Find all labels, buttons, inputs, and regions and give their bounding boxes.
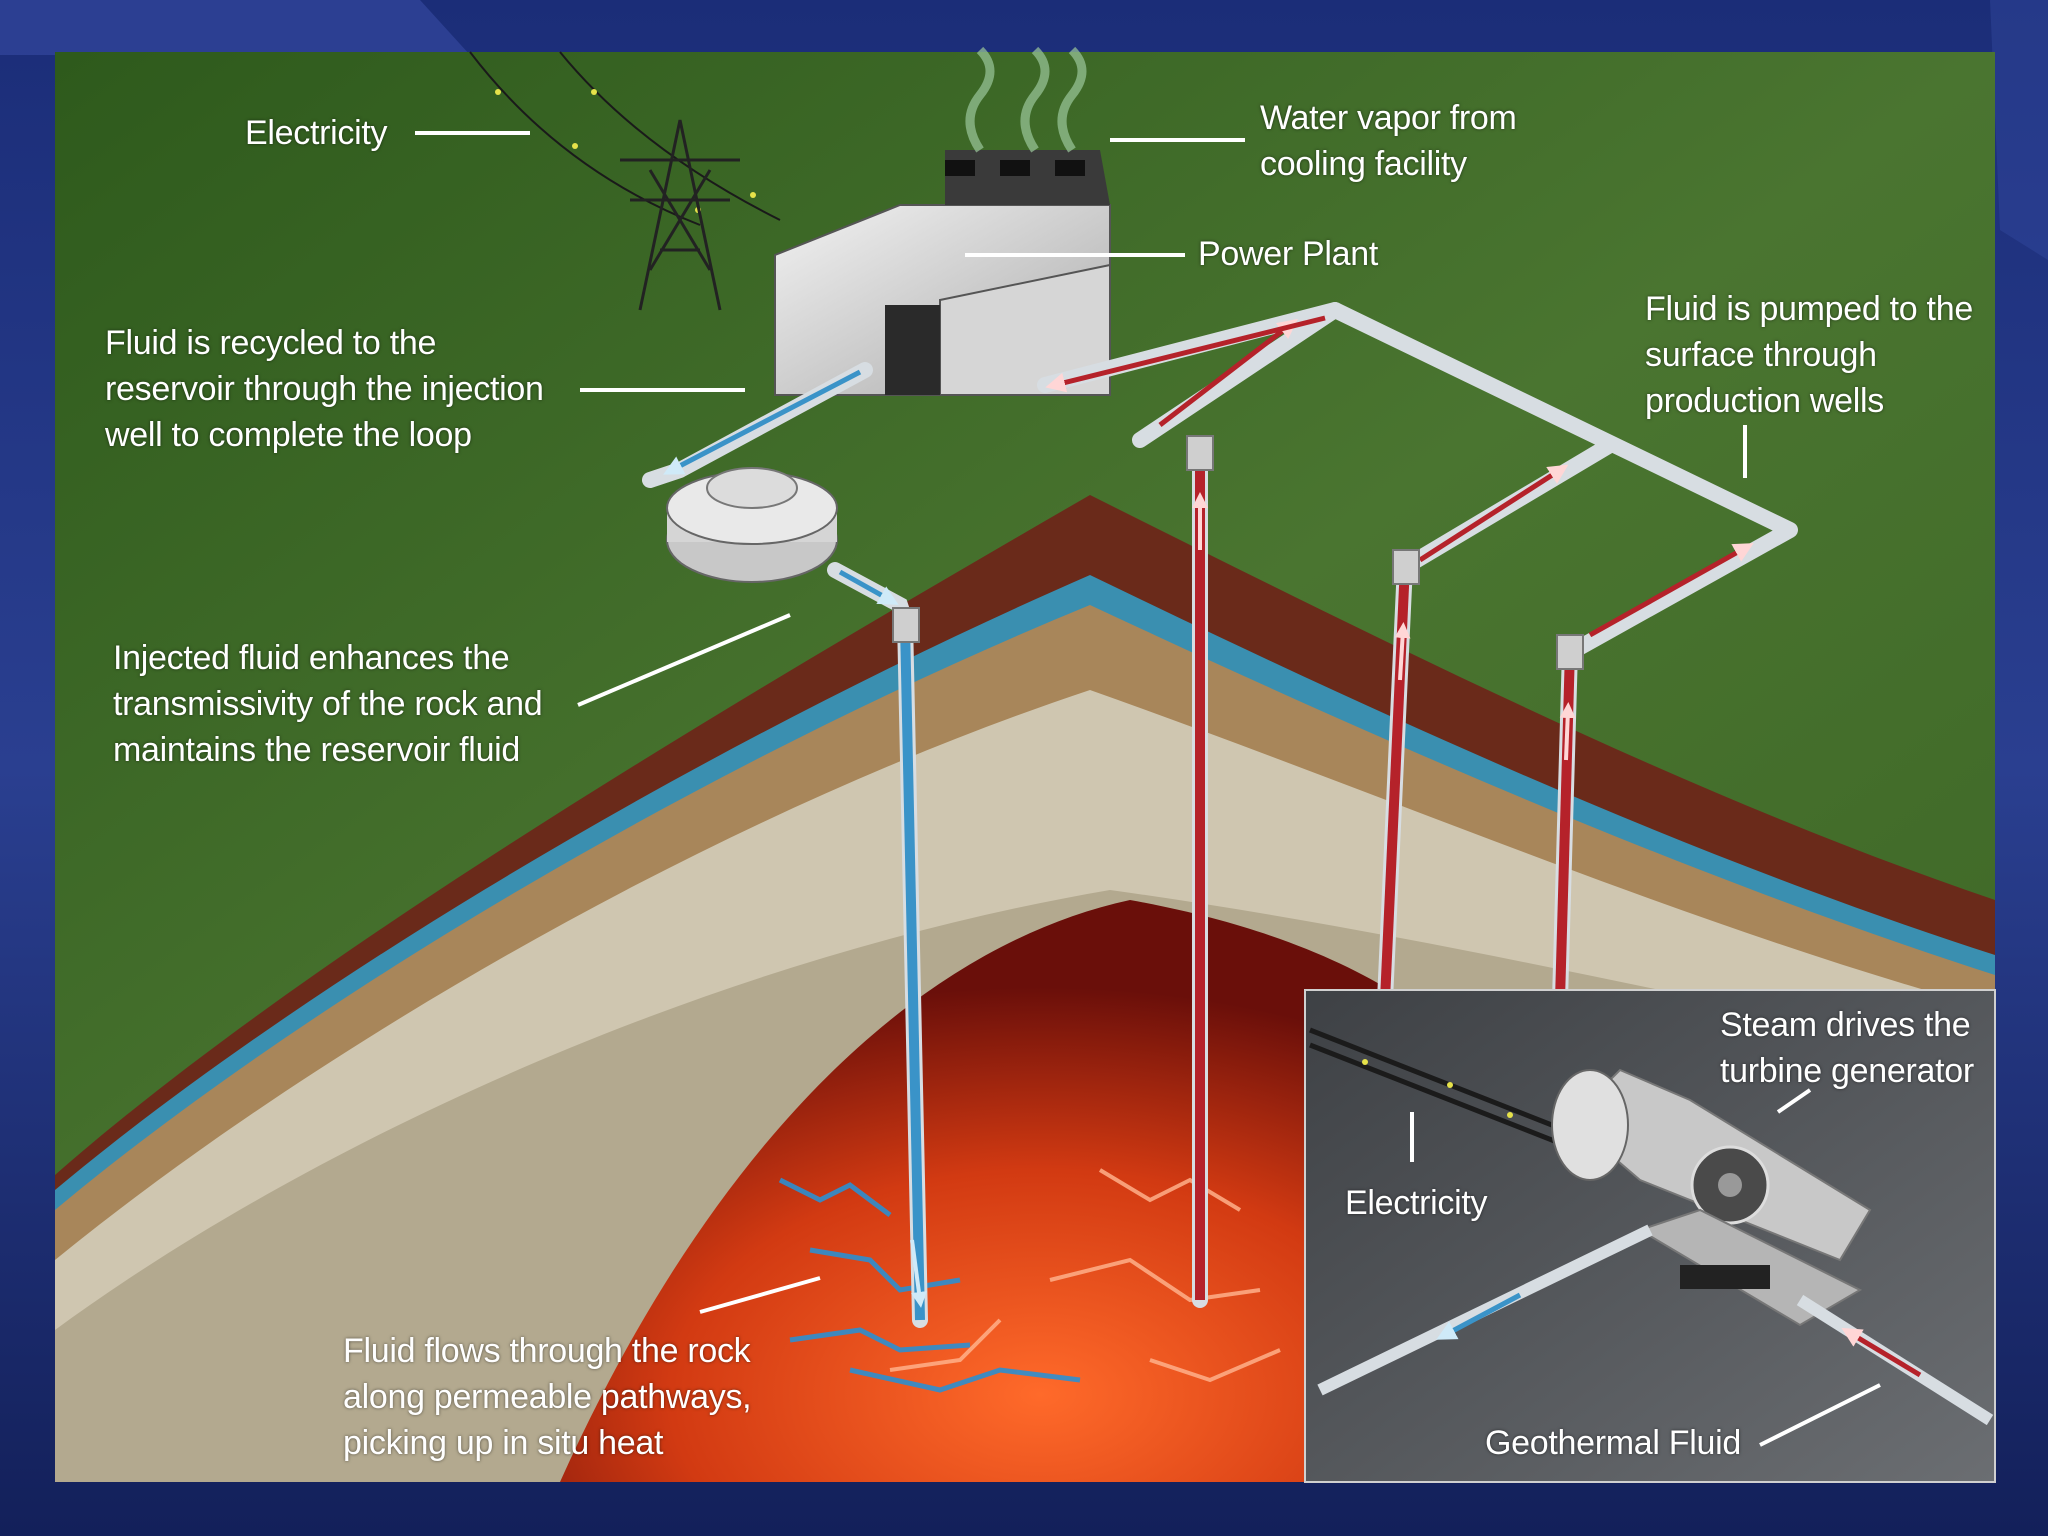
pump-icon [667,468,837,582]
label-power-plant: Power Plant [1198,231,1378,277]
label-injected-fluid: Injected fluid enhances the transmissivi… [113,635,542,773]
label-water-vapor: Water vapor from cooling facility [1260,95,1517,187]
label-electricity-top: Electricity [245,110,387,156]
label-fluid-pumped: Fluid is pumped to the surface through p… [1645,286,1973,424]
label-electricity-inset: Electricity [1345,1180,1487,1226]
label-steam-turbine: Steam drives the turbine generator [1720,1002,1974,1094]
label-fluid-recycled: Fluid is recycled to the reservoir throu… [105,320,544,458]
label-fluid-flows: Fluid flows through the rock along perme… [343,1328,751,1466]
label-geothermal-fluid: Geothermal Fluid [1485,1420,1741,1466]
